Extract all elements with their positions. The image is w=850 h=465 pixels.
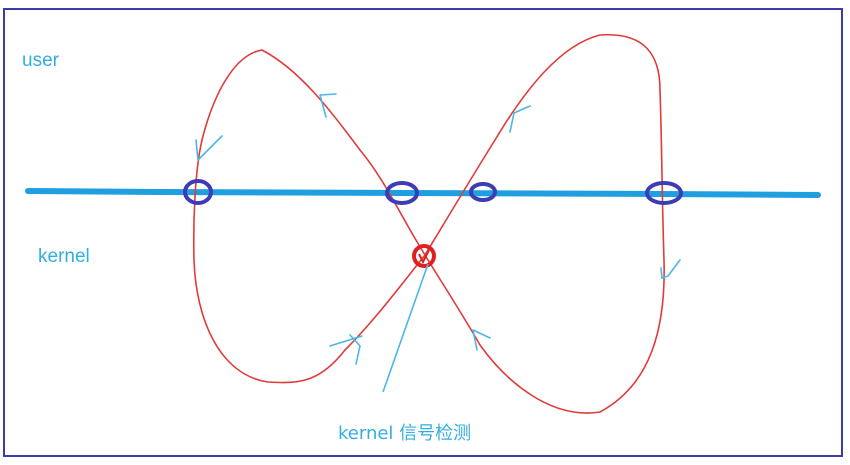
execution-flow-path xyxy=(192,34,665,414)
direction-arrow-4 xyxy=(660,259,681,280)
direction-arrow-5 xyxy=(329,334,363,365)
diagram-frame xyxy=(3,8,843,457)
kernel-space-label: kernel xyxy=(38,246,90,267)
direction-arrow-3 xyxy=(509,105,531,133)
user-space-label: user xyxy=(22,50,59,71)
caption-pointer-line xyxy=(382,263,429,393)
signal-check-tick xyxy=(418,249,430,265)
signal-check-marker xyxy=(412,244,436,268)
direction-arrow-2 xyxy=(319,93,337,118)
direction-arrow-6 xyxy=(472,329,491,351)
crossing-marker-2 xyxy=(385,181,419,205)
crossing-marker-4 xyxy=(645,181,683,205)
user-kernel-boundary-line xyxy=(25,188,821,198)
crossing-marker-1 xyxy=(183,179,213,205)
crossing-marker-3 xyxy=(469,182,497,202)
signal-check-caption: kernel 信号检测 xyxy=(338,423,472,444)
direction-arrow-1 xyxy=(195,135,223,161)
